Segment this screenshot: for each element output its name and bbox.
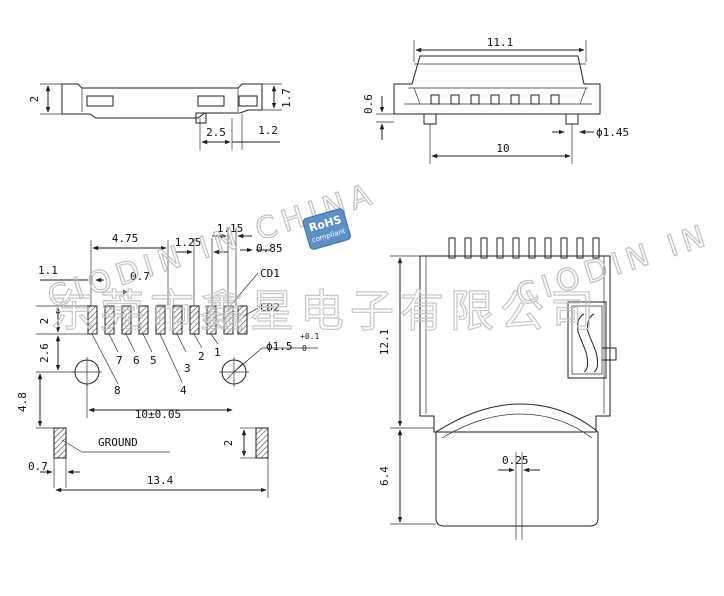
pin-label-2: 2 — [198, 350, 205, 363]
dim-4-75: 4.75 — [112, 232, 139, 245]
pin-label-1: 1 — [214, 346, 221, 359]
pin-label-3: 3 — [184, 362, 191, 375]
dim-offset-1-2: 1.2 — [258, 124, 278, 137]
dim-10-tolerance: 10±0.05 — [135, 408, 181, 421]
dim-6-4: 6.4 — [378, 466, 391, 486]
side-view-pins — [448, 237, 600, 259]
rohs-compliant-badge: RoHS compliant — [302, 208, 351, 250]
dim-1-15: 1.15 — [217, 222, 244, 235]
dim-pad-length-2: 2 — [38, 318, 51, 325]
dim-post-dia-1-45: ϕ1.45 — [596, 126, 629, 139]
dim-thickness-0-6: 0.6 — [362, 94, 375, 114]
watermark: CIODIN IN CHINA 东莞市鑫星电子有限公司 CIODIN IN — [43, 176, 716, 338]
footprint-pads — [87, 305, 248, 335]
ground-pad-left — [53, 427, 67, 459]
pad-cd2 — [237, 305, 248, 335]
dim-0-7-pad: 0.7 — [130, 270, 150, 283]
dim-0-25: 0.25 — [502, 454, 529, 467]
side-view: 0.25 12.1 6.4 — [378, 237, 617, 540]
pad-1 — [206, 305, 217, 335]
dim-ground-length-2: 2 — [222, 440, 235, 447]
watermark-company-name: 东莞市鑫星电子有限公司 — [50, 286, 600, 337]
pad-3 — [172, 305, 183, 335]
dim-1-25: 1.25 — [175, 236, 202, 249]
footprint-view: 4.75 1.25 1.15 0.85 1.1 0.7 2 2.6 4.8 — [16, 222, 319, 498]
dim-hole-dia: ϕ1.5 — [266, 340, 293, 353]
dim-height-1-7: 1.7 — [280, 88, 293, 108]
dim-hole-tol-plus: +0.1 — [300, 332, 319, 341]
dim-width-11-1: 11.1 — [487, 36, 514, 49]
pin-label-6: 6 — [133, 354, 140, 367]
dim-height-2: 2 — [28, 96, 41, 103]
dim-hole-tol-minus: 0 — [302, 344, 307, 353]
pin-label-7: 7 — [116, 354, 123, 367]
pin-label-4: 4 — [180, 384, 187, 397]
pad-5 — [138, 305, 149, 335]
label-cd1: CD1 — [260, 267, 280, 280]
label-ground: GROUND — [98, 436, 138, 449]
top-right-view: 11.1 0.6 10 ϕ1.45 — [362, 36, 629, 164]
pad-cd1 — [223, 305, 234, 335]
dim-0-85: 0.85 — [256, 242, 283, 255]
pad-2 — [189, 305, 200, 335]
dim-post-spacing-10: 10 — [496, 142, 509, 155]
pin-number-labels: 8 7 6 5 4 3 2 1 — [91, 333, 221, 397]
label-cd2: CD2 — [260, 301, 280, 314]
dim-13-4: 13.4 — [147, 474, 174, 487]
watermark-latin-line-right: CIODIN IN — [512, 218, 716, 314]
top-left-view: 2 1.7 2.5 1.2 — [28, 83, 293, 150]
pad-6 — [121, 305, 132, 335]
dim-2-6: 2.6 — [38, 343, 51, 363]
pad-8 — [87, 305, 98, 335]
dim-0-7-ground: 0.7 — [28, 460, 48, 473]
pad-4 — [155, 305, 166, 335]
pin-label-5: 5 — [150, 354, 157, 367]
pin-label-8: 8 — [114, 384, 121, 397]
dim-12-1: 12.1 — [378, 329, 391, 356]
dim-4-8: 4.8 — [16, 392, 29, 412]
pad-7 — [104, 305, 115, 335]
ground-pad-right — [255, 427, 269, 459]
dim-pitch-2-5: 2.5 — [206, 126, 226, 139]
dim-1-1: 1.1 — [38, 264, 58, 277]
top-right-contacts — [430, 94, 560, 105]
